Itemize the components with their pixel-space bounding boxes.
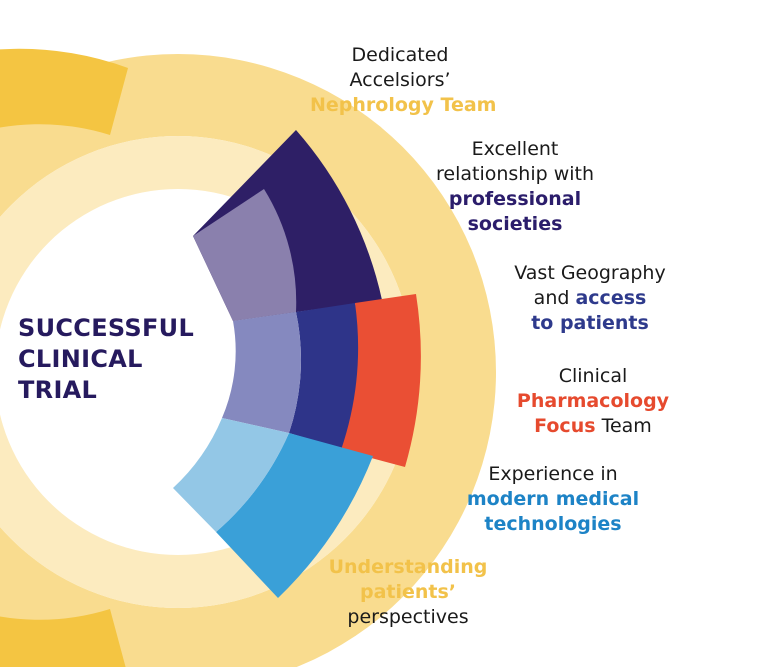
segment-access-patients-inner: [222, 312, 301, 433]
center-title: SUCCESSFUL CLINICAL TRIAL: [18, 313, 194, 406]
label-accent: modern medical: [466, 488, 640, 510]
label-line: Vast Geography: [514, 262, 666, 284]
outer-ring-yellow-top: [0, 48, 128, 135]
label-line: Clinical: [558, 365, 628, 387]
label-line: relationship with: [435, 163, 595, 185]
segment-medical-technologies: [216, 433, 373, 598]
label-patients-perspectives: Understanding patients’ perspectives: [318, 555, 498, 630]
center-title-line: CLINICAL: [18, 345, 143, 373]
label-accent: professional: [448, 188, 582, 210]
center-title-line: TRIAL: [18, 376, 98, 404]
inner-ring-light: [0, 136, 414, 608]
label-line: perspectives: [347, 606, 469, 628]
label-medical-technologies: Experience in modern medical technologie…: [458, 462, 648, 537]
label-professional-societies: Excellent relationship with professional…: [425, 137, 605, 237]
label-accent: societies: [467, 213, 563, 235]
label-accent: Nephrology Team: [310, 94, 497, 116]
segment-professional-societies-inner: [193, 189, 297, 321]
label-line: Accelsiors’: [349, 69, 451, 91]
label-accent: Pharmacology: [516, 390, 670, 412]
label-line-mixed: and access: [505, 286, 675, 311]
outer-ring-yellow-bottom: [0, 609, 126, 667]
label-plain: Team: [595, 415, 652, 437]
label-accent: patients’: [359, 581, 457, 603]
label-clinical-pharmacology: Clinical Pharmacology Focus Team: [503, 364, 683, 439]
label-plain: and: [533, 287, 576, 309]
segment-clinical-pharmacology: [341, 294, 421, 467]
segment-medical-technologies-inner: [173, 418, 289, 532]
label-line-mixed: Focus Team: [503, 414, 683, 439]
label-accent: access: [575, 287, 647, 309]
label-nephrology-team: Dedicated Accelsiors’ Nephrology Team: [310, 43, 497, 118]
label-line: Excellent: [471, 138, 559, 160]
label-accent: technologies: [484, 513, 622, 535]
outer-ring-pale: [0, 54, 496, 667]
label-vast-geography: Vast Geography and access to patients: [505, 261, 675, 336]
segment-access-patients: [289, 303, 363, 452]
center-title-line: SUCCESSFUL: [18, 314, 195, 342]
label-line: Experience in: [488, 463, 618, 485]
label-accent: Understanding: [328, 556, 488, 578]
label-line: Dedicated: [351, 44, 449, 66]
label-accent: to patients: [531, 312, 649, 334]
label-accent: Focus: [534, 415, 596, 437]
